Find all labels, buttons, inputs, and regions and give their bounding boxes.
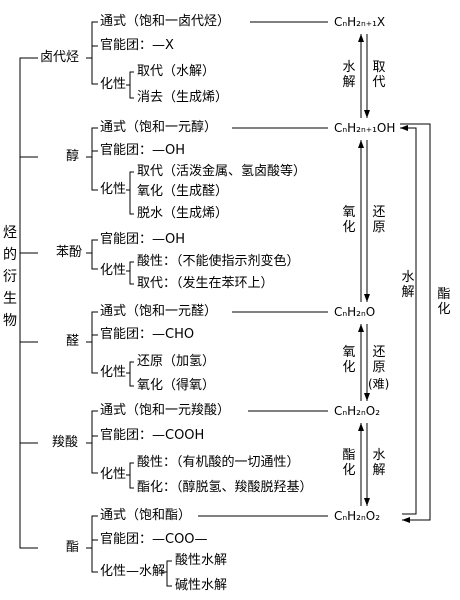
label-zhihua-2: 酯化 — [437, 287, 451, 317]
root-char-1: 烃的衍生物 — [3, 225, 17, 329]
acid-group: 官能团：—COOH — [100, 428, 205, 443]
label-yanghua-1: 氧化 — [342, 205, 356, 235]
ester-prop-label: 化性—水解 — [100, 564, 166, 579]
root-label: 烃的衍生物 — [2, 222, 18, 332]
label-huanyuan-1: 还原 — [372, 205, 386, 235]
aldehyde-general: 通式（饱和一元醛） — [100, 304, 218, 319]
label-nan: (难) — [368, 377, 390, 391]
ester-prop-1: 酸性水解 — [175, 553, 228, 568]
alcohol-prop-1: 取代（活泼金属、氢卤酸等） — [137, 164, 307, 179]
phenol-prop-1: 酸性：（不能使指示剂变色） — [137, 254, 300, 269]
acid-prop-label: 化性 — [100, 467, 127, 482]
label-huanyuan-2: 还原 — [372, 345, 386, 375]
aldehyde-group: 官能团：—CHO — [100, 327, 195, 342]
label-qudai: 取代 — [372, 60, 386, 90]
acid-prop-2: 酯化：（醇脱氢、羧酸脱羟基） — [137, 480, 313, 495]
aldehyde-prop-1: 还原（加氢） — [137, 354, 216, 369]
alcohol-prop-label: 化性 — [100, 182, 127, 197]
alcohol-general: 通式（饱和一元醇） — [100, 120, 218, 135]
category-aldehyde: 醛 — [66, 334, 80, 349]
haloalkane-prop-label: 化性 — [100, 77, 127, 92]
root-brace — [19, 57, 26, 549]
ester-group: 官能团：—COO— — [100, 532, 208, 547]
label-yanghua-2: 氧化 — [342, 345, 356, 375]
alcohol-prop-2: 氧化（生成醛） — [137, 184, 229, 199]
phenol-group: 官能团：—OH — [100, 232, 186, 247]
haloalkane-prop-2: 消去（生成烯） — [137, 90, 229, 105]
alcohol-group: 官能团：—OH — [100, 143, 186, 158]
formula-aldehyde: CₙH₂ₙO — [334, 305, 376, 319]
label-zhihua-1: 酯化 — [342, 448, 356, 478]
formula-alcohol: CₙH₂ₙ₊₁OH — [334, 121, 396, 135]
label-shuijie-3: 水解 — [401, 270, 415, 300]
phenol-prop-2: 取代：（发生在苯环上） — [137, 276, 274, 291]
acid-prop-1: 酸性：（有机酸的一切通性） — [137, 455, 300, 470]
formula-acid: CₙH₂ₙO₂ — [334, 404, 381, 418]
haloalkane-group: 官能团：—X — [100, 38, 174, 53]
formula-haloalkane: CₙH₂ₙ₊₁X — [334, 15, 386, 29]
haloalkane-general: 通式（饱和一卤代烃） — [100, 14, 231, 29]
aldehyde-prop-label: 化性 — [100, 365, 127, 380]
category-haloalkane: 卤代烃 — [40, 50, 80, 65]
acid-general: 通式（饱和一元羧酸） — [100, 403, 231, 418]
category-ester: 酯 — [66, 540, 80, 555]
category-alcohol: 醇 — [66, 149, 80, 164]
formula-ester: CₙH₂ₙO₂ — [334, 509, 381, 523]
aldehyde-prop-2: 氧化（得氧） — [137, 378, 216, 393]
haloalkane-prop-1: 取代（水解） — [137, 64, 216, 79]
phenol-prop-label: 化性 — [100, 263, 127, 278]
label-shuijie-1: 水解 — [342, 60, 356, 90]
ester-general: 通式（饱和酯） — [100, 508, 192, 523]
category-carboxylic-acid: 羧酸 — [52, 435, 79, 450]
label-shuijie-2: 水解 — [372, 448, 386, 478]
alcohol-prop-3: 脱水（生成烯） — [137, 206, 229, 221]
ester-prop-2: 碱性水解 — [175, 578, 228, 593]
category-phenol: 苯酚 — [56, 245, 83, 260]
